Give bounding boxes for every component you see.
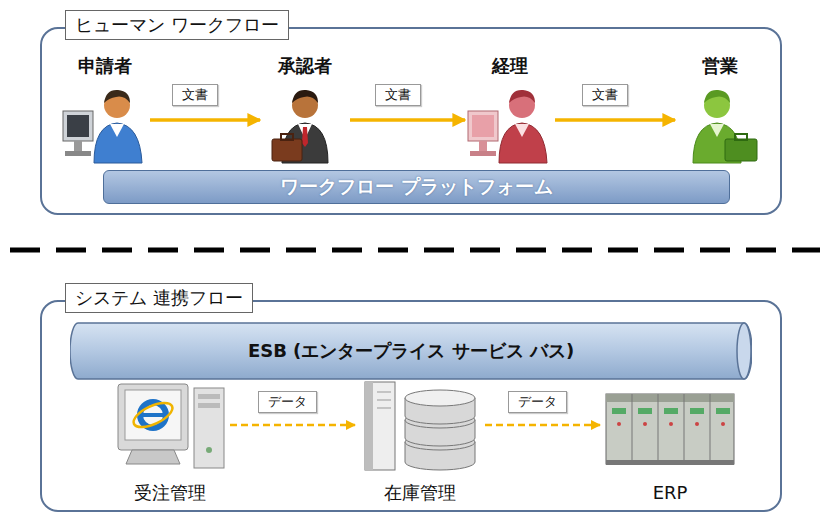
system-icon	[355, 380, 485, 478]
system-icon	[600, 380, 740, 478]
role-label: 申請者	[60, 55, 150, 77]
edge-label: データ	[258, 391, 317, 413]
system-node: 在庫管理	[355, 380, 485, 504]
person-icon	[465, 81, 555, 169]
edge-label: 文書	[172, 84, 218, 106]
platform-label: ワークフロー プラットフォーム	[280, 174, 553, 200]
data-arrow	[485, 424, 600, 427]
document-arrow	[350, 118, 465, 122]
system-label: 在庫管理	[355, 482, 485, 504]
role-node: 申請者	[60, 55, 150, 167]
section-heading: ヒューマン ワークフロー	[65, 10, 289, 40]
role-node: 承認者	[260, 55, 350, 167]
document-arrow	[555, 118, 675, 122]
role-label: 承認者	[260, 55, 350, 77]
bus-label: ESB (エンタープライス サービス バス)	[248, 339, 574, 363]
document-arrow	[150, 118, 260, 122]
person-icon	[60, 81, 150, 169]
edge-label: 文書	[582, 84, 628, 106]
section-panel: ヒューマン ワークフロー申請者承認者経理営業ワークフロー プラットフォーム	[40, 27, 782, 215]
platform-band: ワークフロー プラットフォーム	[103, 170, 730, 204]
section-panel: システム 連携フローESB (エンタープライス サービス バス)受注管理在庫管理…	[40, 300, 782, 512]
person-icon	[260, 81, 350, 169]
system-node: 受注管理	[110, 380, 230, 504]
person-icon	[675, 81, 765, 169]
role-label: 経理	[465, 55, 555, 77]
system-icon	[110, 380, 230, 478]
role-label: 営業	[675, 55, 765, 77]
edge-label: 文書	[375, 84, 421, 106]
system-label: 受注管理	[110, 482, 230, 504]
role-node: 営業	[675, 55, 765, 167]
system-label: ERP	[600, 482, 740, 504]
data-arrow	[230, 424, 355, 427]
edge-label: データ	[508, 391, 567, 413]
system-node: ERP	[600, 380, 740, 504]
section-heading: システム 連携フロー	[65, 283, 253, 313]
role-node: 経理	[465, 55, 555, 167]
bus-cylinder: ESB (エンタープライス サービス バス)	[70, 322, 752, 380]
